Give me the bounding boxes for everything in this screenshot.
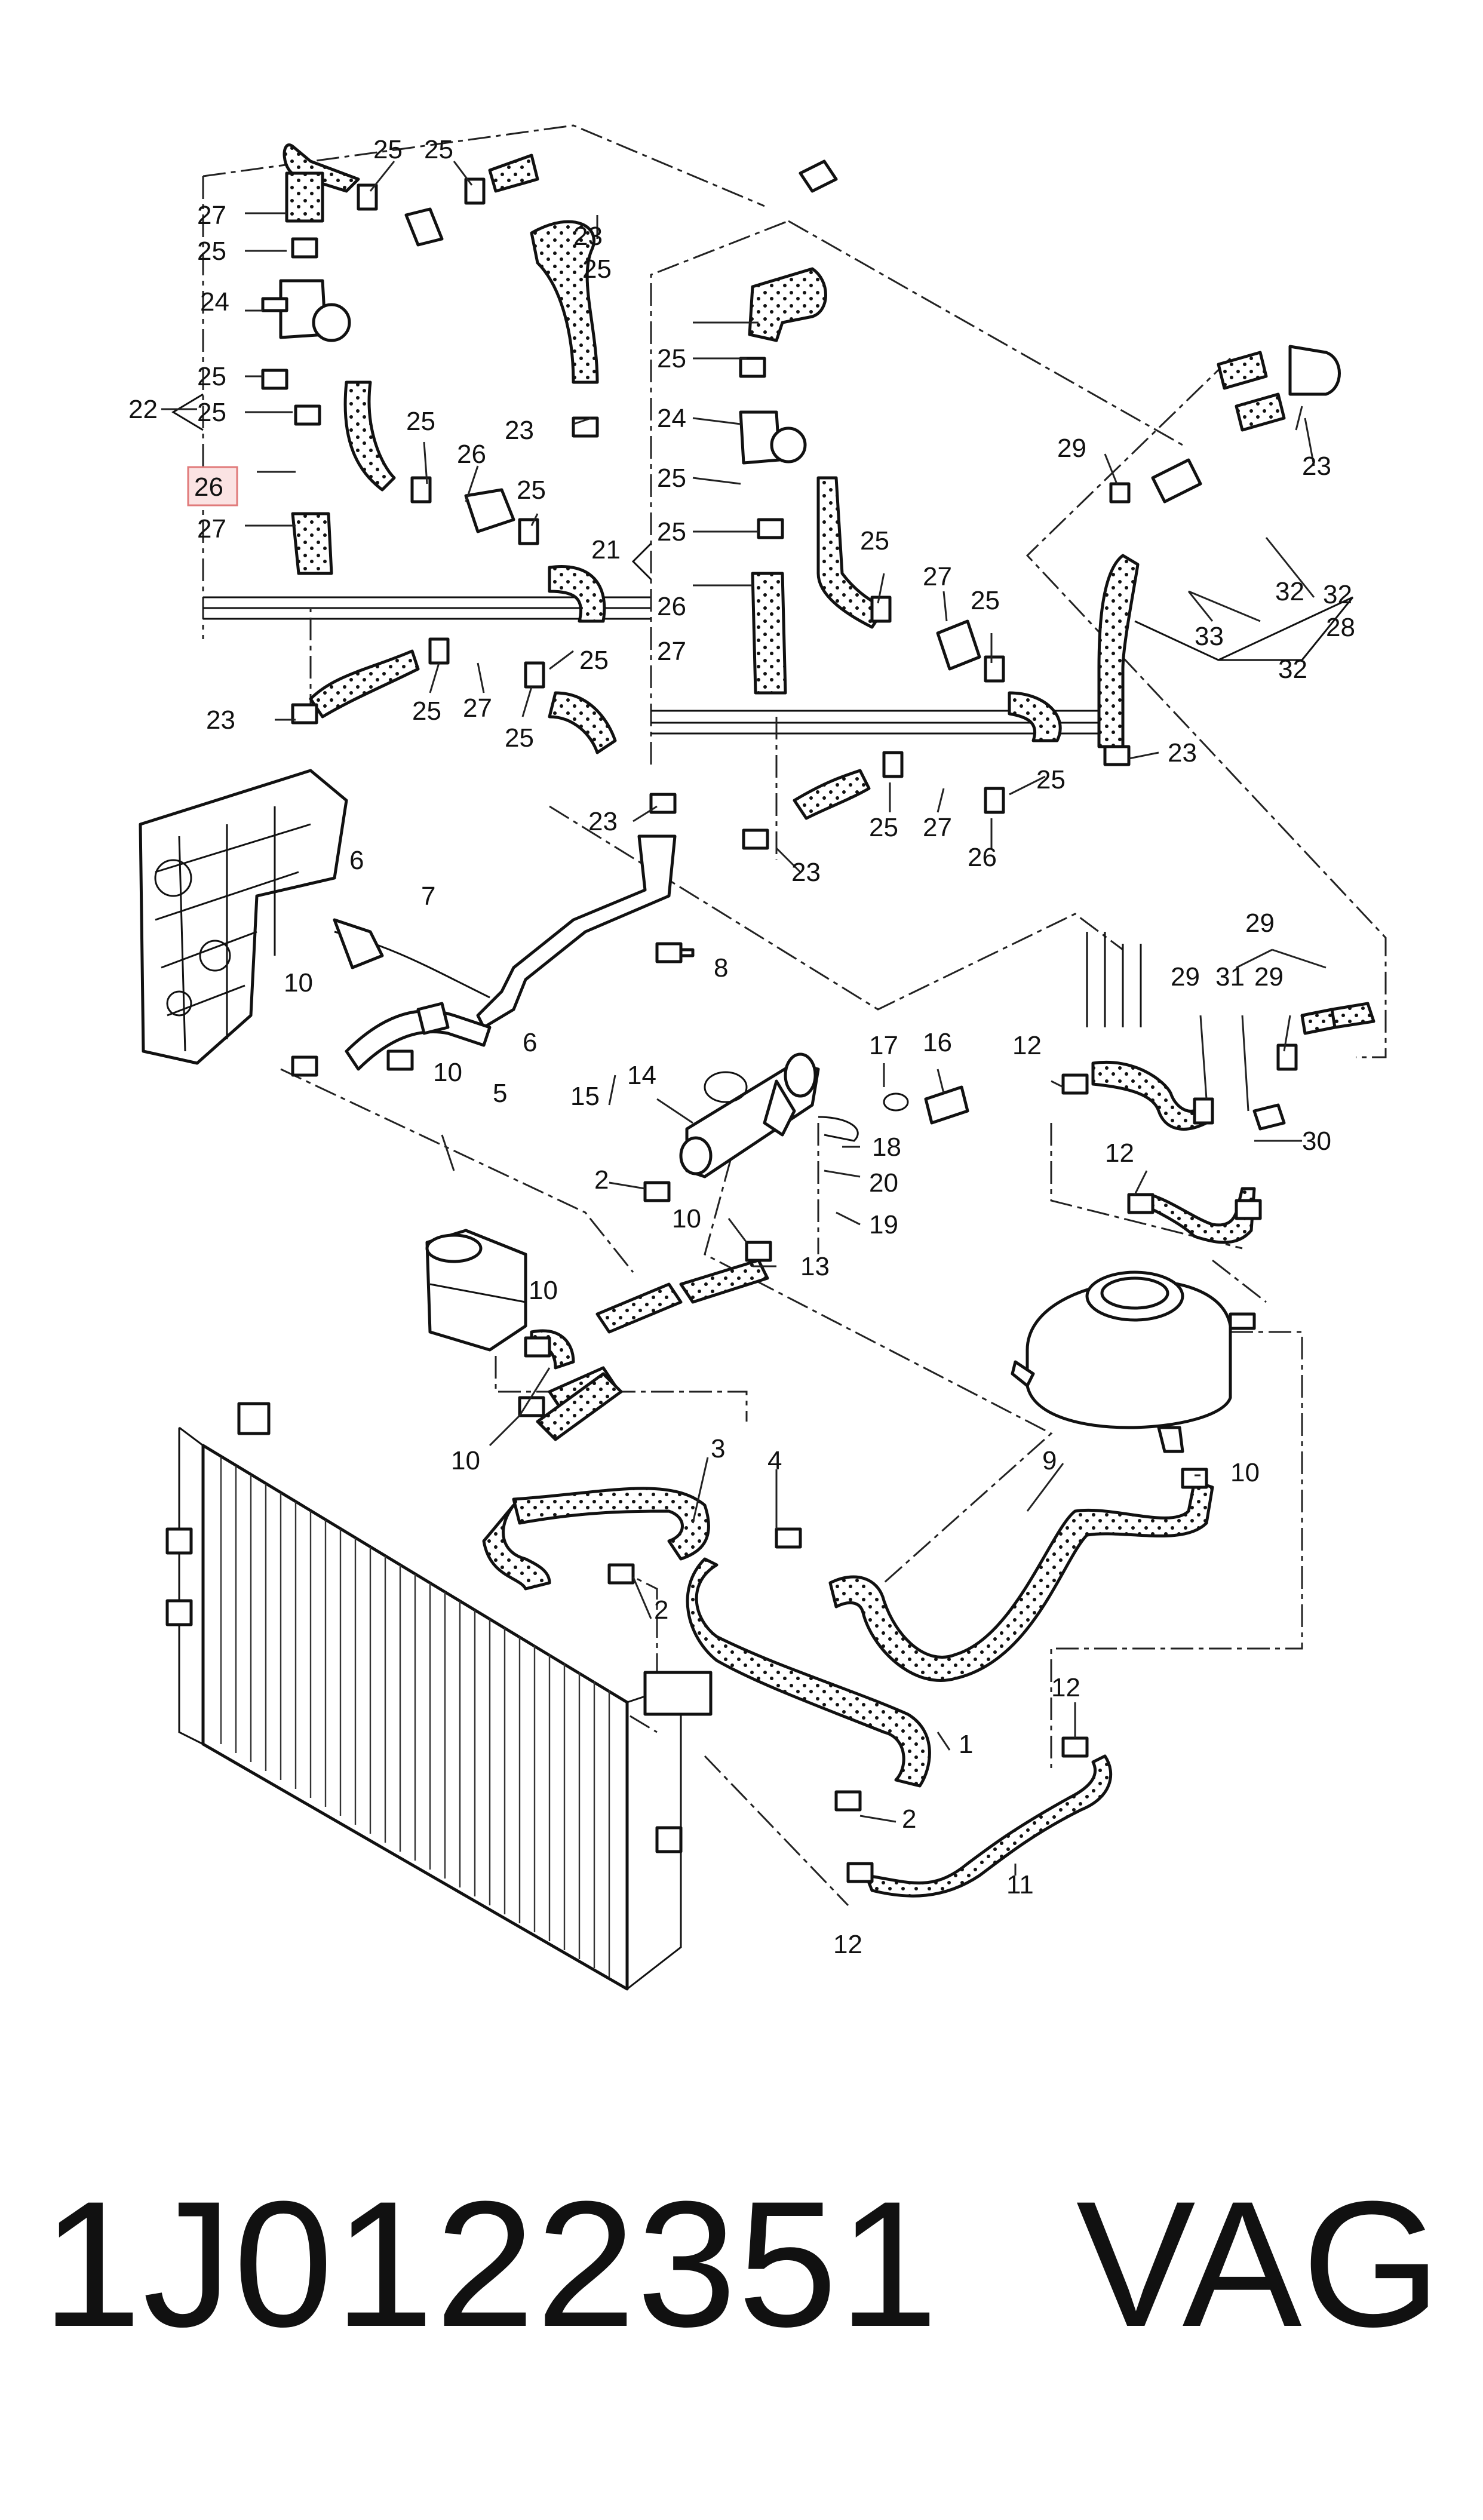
callout-13: 13 bbox=[800, 1252, 830, 1281]
callout-27c: 27 bbox=[463, 693, 492, 723]
callout-23c: 23 bbox=[588, 807, 618, 836]
leader-lines bbox=[161, 161, 1327, 1876]
callout-10b: 10 bbox=[433, 1058, 462, 1087]
callout-23a: 23 bbox=[206, 705, 235, 735]
radiator bbox=[165, 1402, 713, 1991]
coolant-flange bbox=[655, 942, 969, 1178]
rigid-pipes bbox=[333, 834, 1142, 1071]
callout-10e: 10 bbox=[451, 1446, 480, 1475]
callout-12c: 12 bbox=[1051, 1673, 1080, 1702]
callout-20: 20 bbox=[869, 1168, 898, 1198]
callout-25i: 25 bbox=[579, 646, 609, 675]
callout-27e: 27 bbox=[923, 813, 952, 842]
callout-29b: 29 bbox=[1171, 962, 1200, 992]
callout-31: 32 bbox=[1278, 655, 1307, 684]
callout-25p: 25 bbox=[971, 586, 1000, 615]
callout-23e: 23 bbox=[1168, 738, 1197, 768]
callout-29c: 29 bbox=[1254, 962, 1284, 992]
callout-7: 7 bbox=[421, 882, 435, 911]
callout-23d: 23 bbox=[791, 858, 821, 887]
callout-25m: 25 bbox=[657, 464, 686, 493]
callout-25n: 25 bbox=[657, 517, 686, 547]
callout-32b: 32 bbox=[1275, 577, 1304, 606]
part-number: 1J0122351 bbox=[42, 2163, 939, 2364]
callout-18: 18 bbox=[872, 1132, 901, 1162]
callout-22: 22 bbox=[128, 395, 158, 424]
callout-27b: 27 bbox=[197, 514, 226, 544]
callout-10d: 10 bbox=[529, 1276, 558, 1305]
callout-32a: 32 bbox=[1323, 580, 1352, 609]
callout-25r: 25 bbox=[869, 813, 898, 842]
callout-3: 3 bbox=[711, 1434, 725, 1463]
callout-25l: 25 bbox=[657, 344, 686, 373]
callout-25a: 25 bbox=[373, 135, 403, 164]
callout-26c: 26 bbox=[657, 592, 686, 621]
callout-25d: 25 bbox=[197, 362, 226, 391]
callout-25q: 25 bbox=[1036, 765, 1066, 794]
callout-10f: 10 bbox=[1230, 1458, 1260, 1487]
callout-15: 15 bbox=[570, 1082, 600, 1111]
callout-26b: 26 bbox=[457, 440, 486, 469]
callout-5: 5 bbox=[493, 1079, 507, 1108]
callout-23b: 23 bbox=[505, 416, 534, 445]
footer: 1J0122351 VAG bbox=[0, 2174, 1483, 2413]
callout-25g: 25 bbox=[406, 407, 435, 436]
group-31-frame bbox=[1025, 357, 1387, 1058]
callout-12a: 12 bbox=[1012, 1031, 1042, 1060]
callout-28: 29 bbox=[1245, 908, 1275, 938]
callout-23g: 23 bbox=[573, 222, 603, 251]
callout-27a: 27 bbox=[197, 201, 226, 230]
pumps-and-filters bbox=[261, 159, 1341, 1220]
callout-2c: 2 bbox=[902, 1804, 916, 1834]
callout-6b: 6 bbox=[523, 1028, 537, 1057]
callout-27f: 28 bbox=[1326, 613, 1355, 642]
callout-16: 16 bbox=[923, 1028, 952, 1057]
callout-32c: 33 bbox=[1195, 622, 1224, 651]
callout-25h: 25 bbox=[517, 475, 546, 505]
callout-10a: 10 bbox=[284, 968, 313, 997]
callout-26d: 27 bbox=[923, 562, 952, 591]
callout-17: 17 bbox=[869, 1031, 898, 1060]
callout-21: 21 bbox=[591, 535, 621, 564]
callout-25s: 26 bbox=[968, 843, 997, 872]
callout-30: 31 bbox=[1215, 962, 1245, 992]
callout-23f: 23 bbox=[1302, 452, 1331, 481]
callout-29d: 30 bbox=[1302, 1127, 1331, 1156]
callout-12d: 12 bbox=[833, 1930, 862, 1959]
callout-11: 11 bbox=[1006, 1870, 1034, 1899]
callout-2a: 2 bbox=[594, 1165, 609, 1195]
callout-25c: 25 bbox=[197, 237, 226, 266]
cooling-system-exploded-diagram: 1 2 2 2 3 4 5 6 6 7 8 9 10 10 10 10 10 1… bbox=[128, 124, 1387, 1991]
callout-24b: 24 bbox=[657, 404, 686, 433]
group-22-frame bbox=[171, 124, 765, 639]
callout-10c: 10 bbox=[672, 1204, 701, 1233]
expansion-tank bbox=[1011, 1270, 1256, 1453]
callout-29a: 29 bbox=[1057, 434, 1086, 463]
callout-25b: 25 bbox=[424, 135, 453, 164]
callout-25o: 25 bbox=[860, 526, 889, 555]
callout-labels: 1 2 2 2 3 4 5 6 6 7 8 9 10 10 10 10 10 1… bbox=[128, 135, 1355, 1959]
callout-27d: 27 bbox=[657, 637, 686, 666]
callout-1: 1 bbox=[959, 1730, 973, 1759]
radiator-fins bbox=[220, 1457, 610, 1977]
callout-8: 8 bbox=[714, 953, 728, 983]
clamps bbox=[261, 177, 1298, 1883]
callout-6a: 6 bbox=[349, 846, 364, 875]
callout-12b: 12 bbox=[1105, 1138, 1134, 1168]
callout-25e: 25 bbox=[197, 398, 226, 427]
brand-name: VAG bbox=[1076, 2163, 1441, 2364]
callout-25f: 25 bbox=[582, 254, 612, 284]
engine-block bbox=[139, 769, 348, 1065]
callout-2b: 2 bbox=[654, 1595, 668, 1625]
callout-14: 14 bbox=[627, 1061, 656, 1090]
callout-26a: 26 bbox=[194, 472, 223, 502]
callout-9: 9 bbox=[1042, 1446, 1057, 1475]
callout-25j: 25 bbox=[412, 696, 441, 726]
callout-24a: 24 bbox=[200, 287, 229, 317]
callout-25k: 25 bbox=[505, 723, 534, 753]
highlight-box-26 bbox=[187, 466, 238, 507]
callout-19: 19 bbox=[869, 1210, 898, 1239]
callout-4: 4 bbox=[767, 1446, 782, 1475]
small-reservoir bbox=[425, 1229, 527, 1352]
